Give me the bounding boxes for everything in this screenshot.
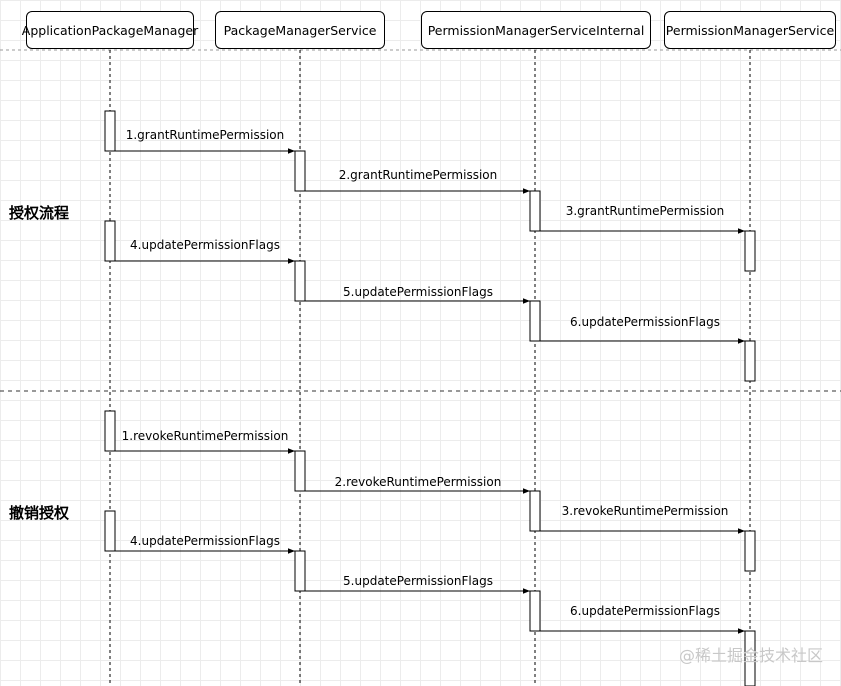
- revoke-message-label-1: 1.revokeRuntimePermission: [122, 429, 289, 443]
- section-title-revoke: 撤销授权: [9, 504, 70, 522]
- grant-message-label-1: 1.grantRuntimePermission: [126, 128, 285, 142]
- activation-box-13: [294, 550, 306, 592]
- activation-box-9: [294, 450, 306, 492]
- activation-box-1: [294, 150, 306, 192]
- activation-box-12: [104, 510, 116, 552]
- activation-box-10: [529, 490, 541, 532]
- activation-box-2: [529, 190, 541, 232]
- activation-box-5: [294, 260, 306, 302]
- activation-box-7: [744, 340, 756, 382]
- activation-box-14: [529, 590, 541, 632]
- participant-package-manager-service: PackageManagerService: [215, 11, 385, 49]
- grant-message-label-6: 6.updatePermissionFlags: [570, 315, 720, 329]
- activation-box-6: [529, 300, 541, 342]
- revoke-message-label-4: 4.updatePermissionFlags: [130, 534, 280, 548]
- watermark: @稀土掘金技术社区: [678, 646, 823, 665]
- participant-permission-manager-service: PermissionManagerService: [664, 11, 836, 49]
- participant-application-package-manager: ApplicationPackageManager: [22, 11, 198, 49]
- participant-permission-manager-service-internal: PermissionManagerServiceInternal: [421, 11, 651, 49]
- activation-box-0: [104, 110, 116, 152]
- grant-message-label-2: 2.grantRuntimePermission: [339, 168, 498, 182]
- grant-message-label-3: 3.grantRuntimePermission: [566, 204, 725, 218]
- grant-message-label-5: 5.updatePermissionFlags: [343, 285, 493, 299]
- activation-box-8: [104, 410, 116, 452]
- activation-box-11: [744, 530, 756, 572]
- grant-message-label-4: 4.updatePermissionFlags: [130, 238, 280, 252]
- activation-box-3: [744, 230, 756, 272]
- activation-box-15: [744, 630, 756, 686]
- revoke-message-label-2: 2.revokeRuntimePermission: [335, 475, 502, 489]
- revoke-message-label-5: 5.updatePermissionFlags: [343, 574, 493, 588]
- revoke-message-label-3: 3.revokeRuntimePermission: [562, 504, 729, 518]
- revoke-message-label-6: 6.updatePermissionFlags: [570, 604, 720, 618]
- section-title-grant: 授权流程: [9, 204, 70, 222]
- activation-box-4: [104, 220, 116, 262]
